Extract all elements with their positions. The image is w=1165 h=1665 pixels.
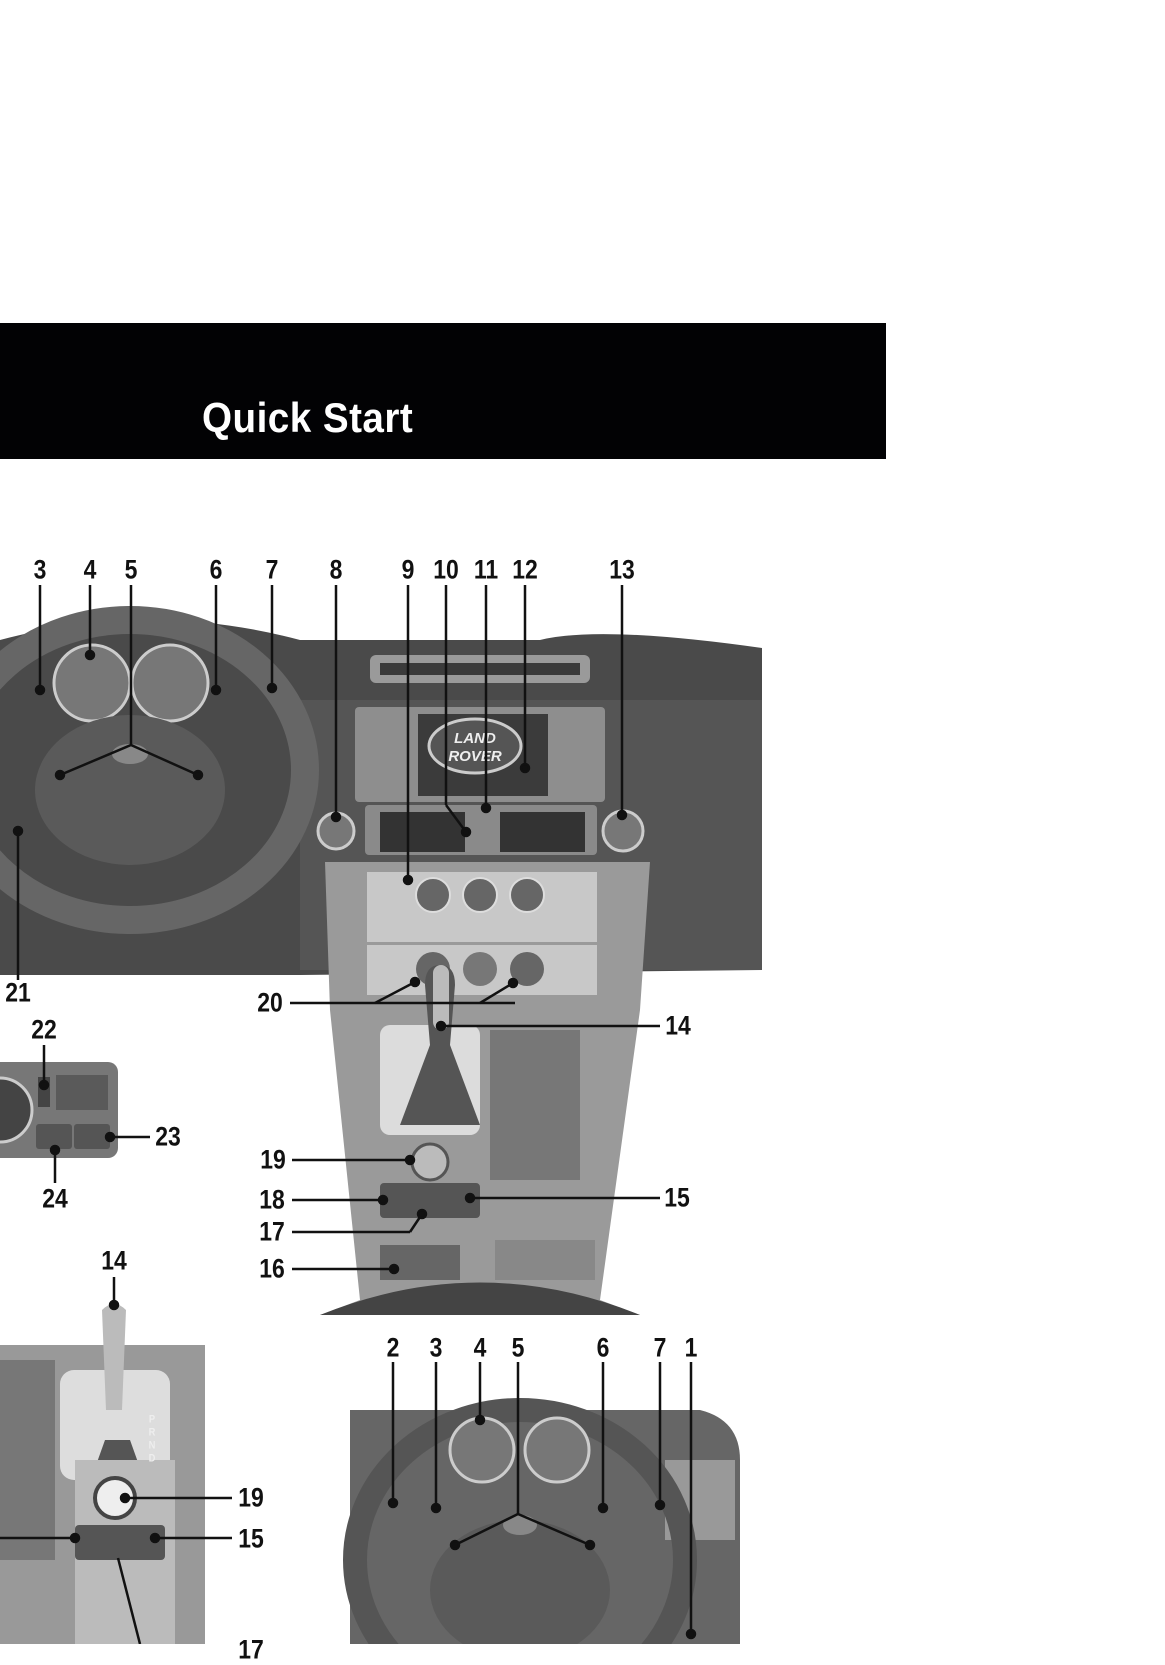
callout-lines-wheel: [387, 1362, 697, 1640]
callout-14-gear: 14: [101, 1245, 127, 1276]
callout-5-wheel: 5: [511, 1332, 525, 1363]
callout-23: 23: [155, 1121, 181, 1152]
callout-17-gear: 17: [238, 1634, 264, 1665]
callout-14: 14: [665, 1010, 691, 1041]
gear-position-n: N: [148, 1439, 156, 1452]
callout-4-wheel: 4: [473, 1332, 487, 1363]
svg-text:ROVER: ROVER: [448, 748, 502, 765]
callout-3: 3: [33, 554, 47, 585]
callout-7-wheel: 7: [653, 1332, 667, 1363]
page-title: Quick Start: [202, 394, 414, 441]
land-rover-logo: LAND: [454, 730, 496, 747]
lighting-switch-illustration: [0, 1062, 118, 1158]
callout-22: 22: [31, 1014, 57, 1045]
callout-12: 12: [512, 554, 538, 585]
callout-18: 18: [259, 1184, 285, 1215]
callout-17: 17: [259, 1216, 285, 1247]
callout-lines-top: [12, 585, 660, 1275]
callout-2-wheel: 2: [386, 1332, 400, 1363]
callout-15-gear: 15: [238, 1523, 264, 1554]
callout-1-wheel: 1: [684, 1332, 698, 1363]
callout-lines-gear: [0, 1277, 232, 1644]
callout-19: 19: [260, 1144, 286, 1175]
callout-10: 10: [433, 554, 459, 585]
callout-15: 15: [664, 1182, 690, 1213]
callout-20: 20: [257, 987, 283, 1018]
callout-13: 13: [609, 554, 635, 585]
gear-position-d: D: [148, 1452, 156, 1465]
callout-16: 16: [259, 1253, 285, 1284]
callout-lines-lights: [38, 1045, 150, 1183]
callout-19-gear: 19: [238, 1482, 264, 1513]
header-banner: [0, 323, 886, 459]
steering-wheel-illustration: [343, 1398, 740, 1644]
callout-5: 5: [124, 554, 138, 585]
dashboard-illustration: LAND ROVER: [0, 606, 762, 1315]
gear-position-r: R: [148, 1426, 156, 1439]
gear-position-p: P: [148, 1413, 156, 1426]
callout-7: 7: [265, 554, 279, 585]
callout-9: 9: [401, 554, 415, 585]
callout-6: 6: [209, 554, 223, 585]
callout-21: 21: [5, 977, 31, 1008]
callout-11: 11: [473, 554, 499, 585]
callout-4: 4: [83, 554, 97, 585]
callout-8: 8: [329, 554, 343, 585]
callout-24: 24: [42, 1183, 68, 1214]
callout-3-wheel: 3: [429, 1332, 443, 1363]
callout-6-wheel: 6: [596, 1332, 610, 1363]
gear-selector-illustration: [0, 1304, 205, 1644]
